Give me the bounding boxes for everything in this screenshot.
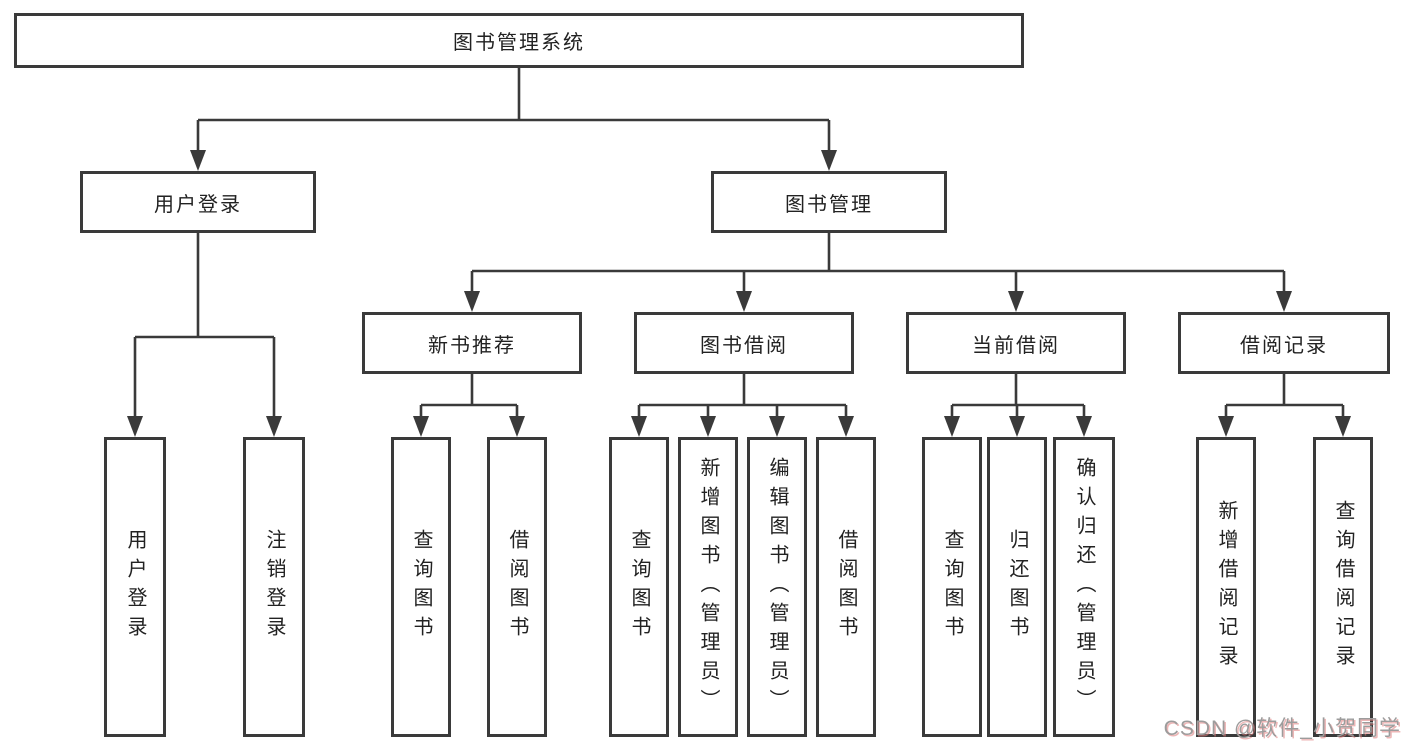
node-root-system: 图书管理系统 — [14, 13, 1024, 68]
leaf-label: 编辑图书（管理员） — [766, 456, 788, 718]
leaf-label: 查询图书 — [628, 529, 650, 645]
leaf-label: 注销登录 — [263, 529, 285, 645]
leaf-current-query-books: 查询图书 — [922, 437, 982, 737]
arrow-down-icon — [769, 416, 785, 437]
leaf-newbook-query-books: 查询图书 — [391, 437, 451, 737]
node-label: 借阅记录 — [1240, 334, 1328, 357]
node-borrow-records: 借阅记录 — [1178, 312, 1390, 374]
node-label: 用户登录 — [154, 193, 242, 216]
arrow-down-icon — [413, 416, 429, 437]
arrow-down-icon — [509, 416, 525, 437]
node-label: 图书管理 — [785, 193, 873, 216]
arrow-down-icon — [1076, 416, 1092, 437]
arrow-down-icon — [838, 416, 854, 437]
leaf-label: 归还图书 — [1006, 529, 1028, 645]
leaf-bookborrow-edit-books-admin: 编辑图书（管理员） — [747, 437, 807, 737]
node-label: 图书借阅 — [700, 334, 788, 357]
leaf-label: 查询借阅记录 — [1332, 500, 1354, 674]
leaf-label: 用户登录 — [124, 529, 146, 645]
csdn-watermark: CSDN @软件_小贺同学 — [1163, 717, 1401, 740]
arrow-down-icon — [1009, 416, 1025, 437]
node-book-management: 图书管理 — [711, 171, 947, 233]
arrow-down-icon — [700, 416, 716, 437]
leaf-records-query-record: 查询借阅记录 — [1313, 437, 1373, 737]
arrow-down-icon — [944, 416, 960, 437]
leaf-label: 确认归还（管理员） — [1073, 456, 1095, 718]
leaf-bookborrow-add-books-admin: 新增图书（管理员） — [678, 437, 738, 737]
leaf-label: 借阅图书 — [835, 529, 857, 645]
leaf-newbook-borrow-books: 借阅图书 — [487, 437, 547, 737]
arrow-down-icon — [736, 291, 752, 312]
leaf-current-return-books: 归还图书 — [987, 437, 1047, 737]
arrow-down-icon — [821, 150, 837, 171]
arrow-down-icon — [1008, 291, 1024, 312]
node-new-book-recommend: 新书推荐 — [362, 312, 582, 374]
leaf-records-add-record: 新增借阅记录 — [1196, 437, 1256, 737]
arrow-down-icon — [1335, 416, 1351, 437]
node-current-borrow: 当前借阅 — [906, 312, 1126, 374]
leaf-current-confirm-return-admin: 确认归还（管理员） — [1053, 437, 1115, 737]
node-label: 当前借阅 — [972, 334, 1060, 357]
arrow-down-icon — [1276, 291, 1292, 312]
arrow-down-icon — [127, 416, 143, 437]
arrow-down-icon — [631, 416, 647, 437]
leaf-label: 新增图书（管理员） — [697, 456, 719, 718]
leaf-label: 查询图书 — [941, 529, 963, 645]
leaf-label: 查询图书 — [410, 529, 432, 645]
node-root-label: 图书管理系统 — [453, 32, 585, 54]
arrow-down-icon — [1218, 416, 1234, 437]
leaf-logout: 注销登录 — [243, 437, 305, 737]
node-book-borrow: 图书借阅 — [634, 312, 854, 374]
leaf-bookborrow-query-books: 查询图书 — [609, 437, 669, 737]
node-label: 新书推荐 — [428, 334, 516, 357]
arrow-down-icon — [266, 416, 282, 437]
arrow-down-icon — [190, 150, 206, 171]
arrow-down-icon — [464, 291, 480, 312]
node-user-login: 用户登录 — [80, 171, 316, 233]
arrowheads — [127, 150, 1351, 437]
leaf-user-login: 用户登录 — [104, 437, 166, 737]
leaf-label: 新增借阅记录 — [1215, 500, 1237, 674]
leaf-label: 借阅图书 — [506, 529, 528, 645]
leaf-bookborrow-borrow-books: 借阅图书 — [816, 437, 876, 737]
